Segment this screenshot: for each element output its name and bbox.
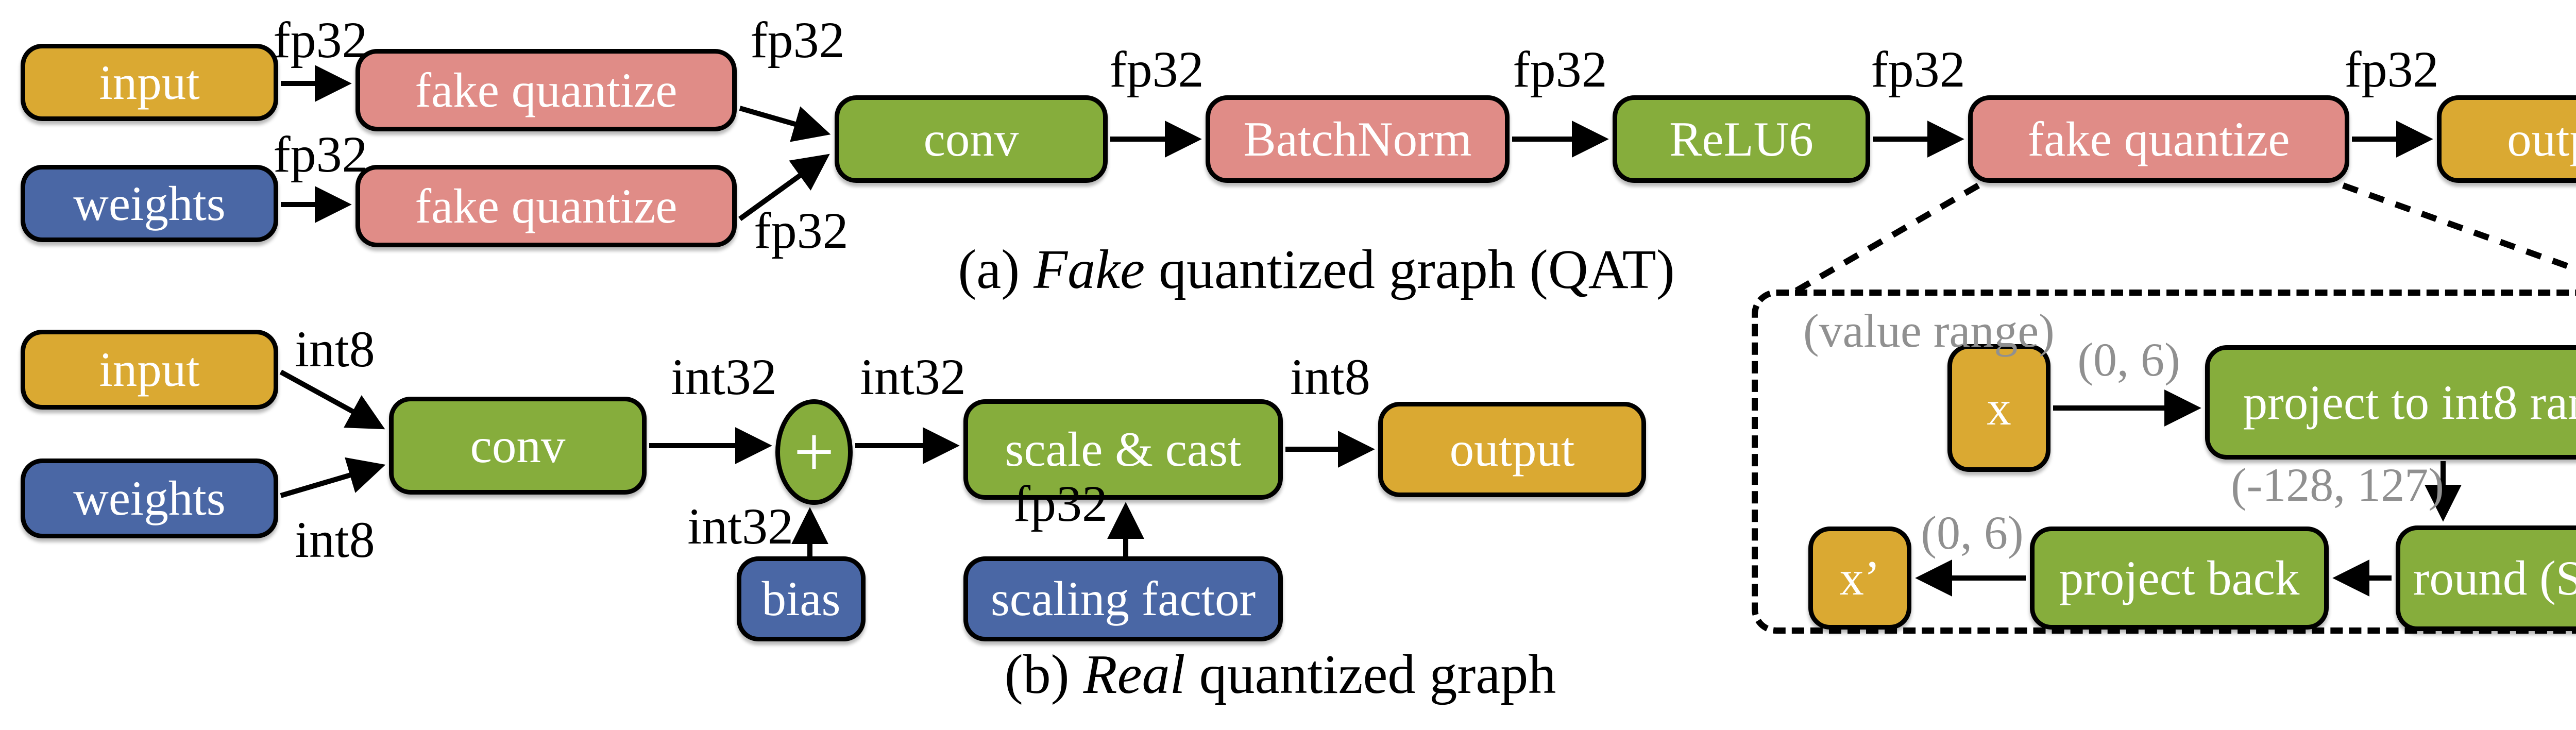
node-scale-cast: scale & cast xyxy=(963,399,1283,500)
edge-label-fp32: fp32 xyxy=(754,202,849,259)
caption-b-italic-word: Real xyxy=(1083,644,1185,705)
edge-label-fp32: fp32 xyxy=(273,11,368,69)
node-output-a: output xyxy=(2437,95,2576,183)
node-label: project to int8 range xyxy=(2243,375,2576,430)
node-output-b: output xyxy=(1378,402,1646,497)
node-fake-quantize-1: fake quantize xyxy=(355,49,737,131)
node-batchnorm: BatchNorm xyxy=(1206,95,1510,183)
node-relu6: ReLU6 xyxy=(1613,95,1870,183)
edge-label-fp32: fp32 xyxy=(1109,41,1204,98)
edge-label-fp32: fp32 xyxy=(1871,41,1965,98)
node-weights-a: weights xyxy=(21,165,278,242)
node-scaling-factor: scaling factor xyxy=(963,556,1283,641)
node-label: BatchNorm xyxy=(1243,111,1472,166)
node-label: output xyxy=(1449,422,1575,477)
node-label: + xyxy=(793,412,835,492)
edge-label-fp32: fp32 xyxy=(750,11,845,69)
caption-b: (b) Real quantized graph xyxy=(817,643,1744,707)
node-label: x’ xyxy=(1839,550,1880,605)
node-project-back: project back xyxy=(2030,527,2329,630)
edge-label-fp32: fp32 xyxy=(273,126,368,183)
node-label: scaling factor xyxy=(990,571,1256,626)
node-label: weights xyxy=(73,471,226,525)
arrow-inputb-to-conv xyxy=(279,369,385,430)
node-label: input xyxy=(99,55,200,110)
node-fake-quantize-3: fake quantize xyxy=(1968,95,2349,183)
node-bias: bias xyxy=(737,556,866,641)
caption-a-italic-word: Fake xyxy=(1033,239,1145,300)
caption-b-rest: quantized graph xyxy=(1185,644,1556,705)
edge-label-int8: int8 xyxy=(295,511,375,568)
node-label: fake quantize xyxy=(2027,111,2290,166)
node-conv-a: conv xyxy=(835,95,1108,183)
node-project-to-int8-range: project to int8 range xyxy=(2205,345,2576,460)
node-label: conv xyxy=(923,111,1019,166)
node-label: x xyxy=(1987,380,2011,435)
node-label: round (STE) xyxy=(2413,551,2576,605)
node-plus-add: + xyxy=(775,399,853,505)
callout-dashed-right xyxy=(2342,182,2576,273)
caption-a-prefix: (a) xyxy=(958,239,1034,300)
arrow-fq1-to-conv xyxy=(739,106,831,142)
edge-label-int8: int8 xyxy=(295,320,375,378)
edge-label-fp32: fp32 xyxy=(1013,475,1108,532)
node-x: x xyxy=(1947,344,2050,472)
caption-a-rest: quantized graph (QAT) xyxy=(1145,239,1675,300)
node-x-prime: x’ xyxy=(1808,527,1911,630)
callout-dashed-left xyxy=(1791,182,1980,296)
caption-a: (a) Fake quantized graph (QAT) xyxy=(853,238,1780,302)
arrow-weightsb-to-conv xyxy=(280,457,386,498)
edge-label-int32: int32 xyxy=(687,498,793,555)
node-label: ReLU6 xyxy=(1669,111,1814,166)
node-label: output xyxy=(2507,111,2576,166)
label-value-range: (value range) xyxy=(1803,304,2055,357)
node-label: conv xyxy=(470,418,566,473)
label-range-0-6: (0, 6) xyxy=(1921,506,2024,559)
node-conv-b: conv xyxy=(389,397,647,495)
node-input-b: input xyxy=(21,330,278,410)
node-label: scale & cast xyxy=(1005,422,1242,477)
edge-label-int32: int32 xyxy=(671,348,777,405)
edge-label-fp32: fp32 xyxy=(2344,41,2439,98)
node-label: fake quantize xyxy=(415,62,677,117)
node-label: input xyxy=(99,342,200,397)
edge-label-fp32: fp32 xyxy=(1513,41,1607,98)
node-fake-quantize-2: fake quantize xyxy=(355,165,737,247)
node-label: fake quantize xyxy=(415,178,677,233)
node-weights-b: weights xyxy=(21,459,278,538)
label-range-neg128-127: (-128, 127) xyxy=(2231,459,2444,511)
node-label: weights xyxy=(73,176,226,231)
label-range-0-6: (0, 6) xyxy=(2077,333,2180,386)
fake-quantize-detail-panel xyxy=(1752,290,2576,634)
node-label: project back xyxy=(2059,550,2300,605)
edge-label-int32: int32 xyxy=(860,348,966,405)
node-input-a: input xyxy=(21,44,278,121)
caption-b-prefix: (b) xyxy=(1004,644,1083,705)
node-label: bias xyxy=(761,571,841,626)
edge-label-int8: int8 xyxy=(1290,348,1370,405)
node-round-ste: round (STE) xyxy=(2396,525,2576,631)
